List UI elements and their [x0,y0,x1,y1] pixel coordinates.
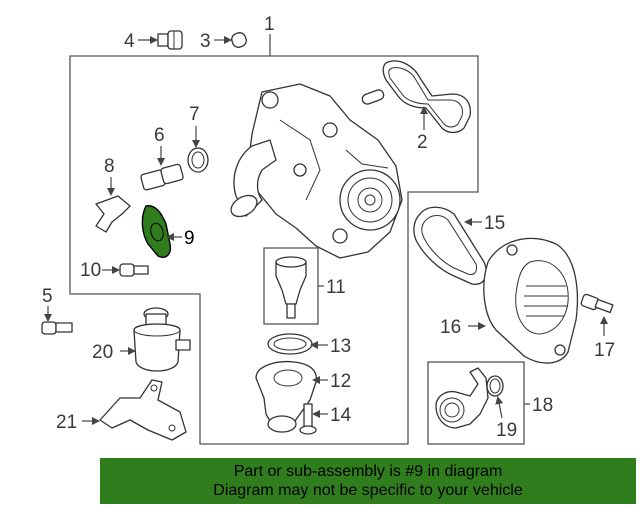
part-10-bolt[interactable]: 10 [80,260,149,281]
part-6-sensor[interactable]: 6 [140,125,184,191]
callout-13: 13 [330,336,351,357]
callout-4: 4 [124,31,135,52]
callout-12: 12 [330,371,351,392]
assembly-frame-1 [69,55,479,445]
banner-line-1: Part or sub-assembly is #9 in diagram [233,463,503,480]
part-info-banner: Part or sub-assembly is #9 in diagram Di… [100,458,636,504]
callout-6: 6 [154,125,165,146]
callout-3: 3 [200,31,211,52]
callout-20: 20 [92,342,113,363]
callout-1: 1 [264,14,275,35]
callout-19: 19 [496,420,517,441]
callout-11: 11 [326,277,346,298]
part-12-thermostat-housing[interactable]: 12 [255,360,351,433]
callout-8: 8 [104,156,115,177]
dowel-pin [361,89,385,105]
callout-15: 15 [484,213,505,234]
part-20-auxiliary-pump[interactable]: 20 [92,307,191,372]
part-5-bolt[interactable]: 5 [41,286,73,335]
callout-21: 21 [56,412,77,433]
part-13-o-ring[interactable]: 13 [267,333,351,357]
callout-7: 7 [189,104,200,125]
callout-5: 5 [42,286,53,307]
banner-line-2: Diagram may not be specific to your vehi… [213,482,523,499]
part-16-cover[interactable]: 16 [440,237,579,364]
callout-2: 2 [417,132,428,153]
part-4-bolt[interactable]: 4 [124,30,183,52]
callout-16: 16 [440,317,461,338]
water-pump-housing[interactable] [227,83,403,259]
part-15-gasket[interactable]: 15 [413,206,505,285]
part-3-pin[interactable]: 3 [200,31,248,52]
part-14-bolt[interactable]: 14 [299,403,352,435]
callout-14: 14 [330,405,352,426]
part-21-bracket[interactable]: 21 [56,379,187,441]
callout-9: 9 [184,228,195,249]
part-2-gasket[interactable]: 2 [382,60,472,153]
callout-10: 10 [80,260,101,281]
part-7-o-ring[interactable]: 7 [187,104,209,173]
part-9-gasket-highlighted[interactable]: 9 [141,205,195,258]
callout-18: 18 [532,395,553,416]
parts-diagram: 4 3 1 2 6 [41,14,615,445]
callout-17: 17 [594,340,615,361]
part-18-outlet-assembly[interactable]: 19 18 [427,361,553,445]
part-8-bracket[interactable]: 8 [95,156,131,233]
part-11-thermostat[interactable]: 11 [263,247,346,325]
part-17-bolt[interactable]: 17 [580,293,615,361]
